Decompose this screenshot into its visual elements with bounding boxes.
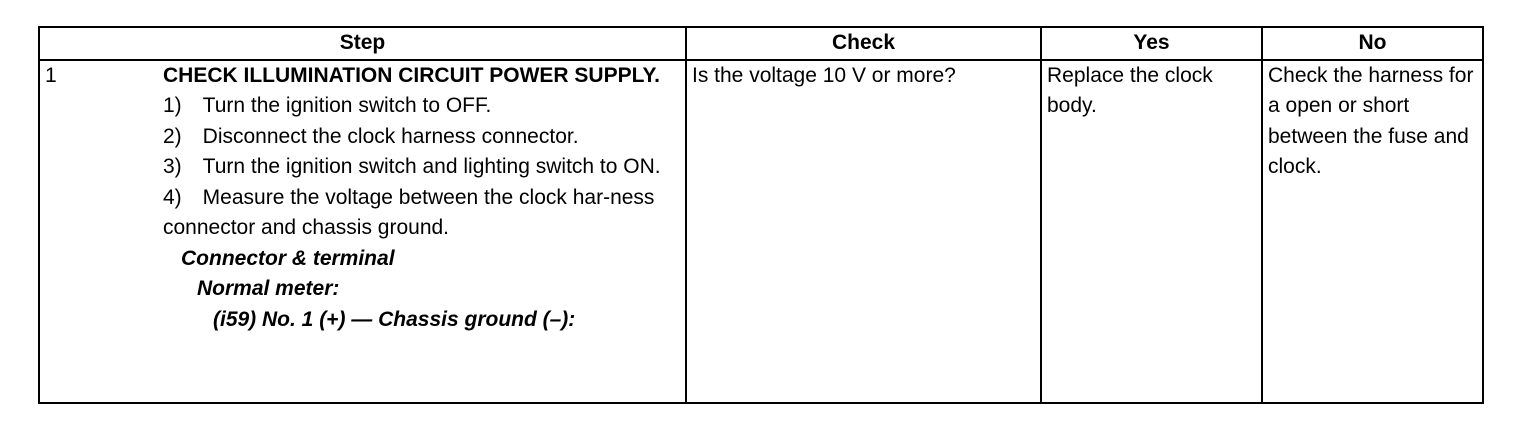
connector-terminal-label: Connector & terminal <box>181 246 395 270</box>
header-check: Check <box>685 26 1042 61</box>
normal-meter-label: Normal meter: <box>197 277 340 300</box>
no-cell: Check the harness for a open or short be… <box>1261 58 1484 404</box>
header-no: No <box>1261 26 1484 61</box>
step-number: 1 <box>45 63 57 87</box>
instruction-item: 1) Turn the ignition switch to OFF. <box>163 94 492 117</box>
table-row: 1 CHECK ILLUMINATION CIRCUIT POWER SUPPL… <box>38 58 1484 404</box>
instruction-item: 2) Disconnect the clock harness connecto… <box>163 124 579 148</box>
check-cell: Is the voltage 10 V or more? <box>685 58 1042 404</box>
table-header-row: Step Check Yes No <box>38 26 1484 61</box>
header-yes: Yes <box>1040 26 1263 61</box>
terminal-spec: (i59) No. 1 (+) — Chassis ground (–): <box>213 307 576 331</box>
header-step: Step <box>38 26 687 61</box>
step-content: CHECK ILLUMINATION CIRCUIT POWER SUPPLY.… <box>163 61 685 336</box>
yes-cell: Replace the clock body. <box>1040 58 1263 404</box>
step-title: CHECK ILLUMINATION CIRCUIT POWER SUPPLY. <box>163 63 661 87</box>
step-cell: 1 CHECK ILLUMINATION CIRCUIT POWER SUPPL… <box>38 58 687 404</box>
diagnostic-table: Step Check Yes No 1 CHECK ILLUMINATION C… <box>38 26 1484 404</box>
instruction-item: 4) Measure the voltage between the clock… <box>163 185 655 240</box>
instruction-item: 3) Turn the ignition switch and lighting… <box>163 155 661 178</box>
